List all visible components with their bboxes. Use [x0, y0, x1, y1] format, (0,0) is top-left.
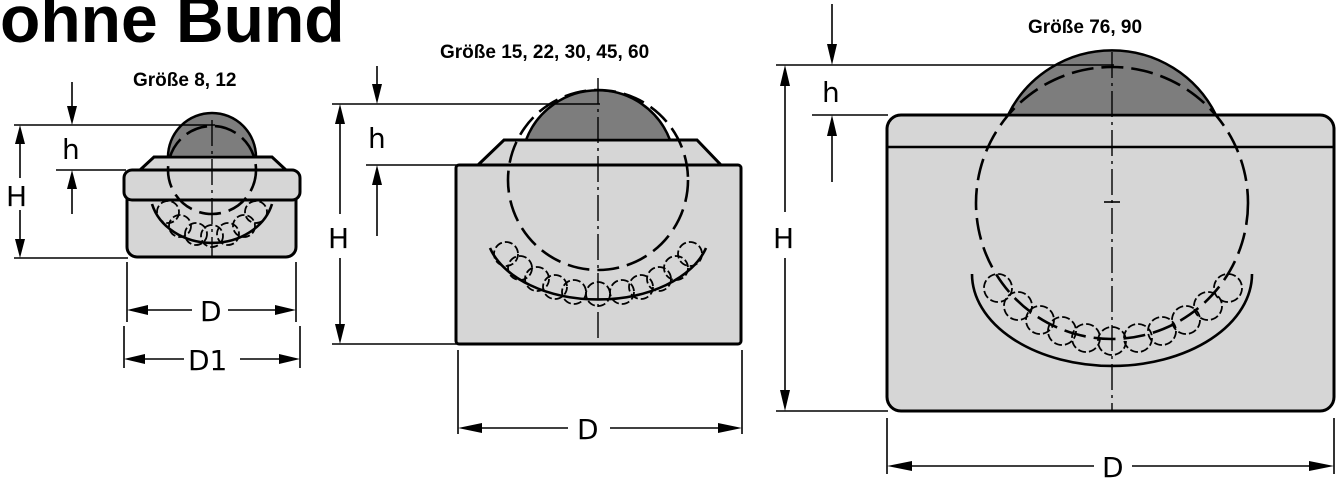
small-D1-label: D1	[188, 344, 227, 377]
small-h-arrow-top	[67, 106, 77, 125]
medium-housing-flange	[474, 138, 725, 167]
large-ball	[1005, 49, 1219, 117]
caption-size-15-60: Größe 15, 22, 30, 45, 60	[440, 42, 650, 63]
small-housing-chamfer	[136, 155, 290, 172]
large-D-arrow-left	[887, 461, 912, 471]
large-H-arrow-bottom	[780, 390, 790, 411]
small-H-arrow-bottom	[15, 239, 25, 258]
small-h-arrow-bottom	[67, 170, 77, 189]
medium-H-arrow-bottom	[335, 324, 345, 344]
variant-small: H h D D1	[6, 82, 302, 377]
small-D-arrow-right	[275, 305, 296, 315]
medium-H-arrow-top	[335, 104, 345, 124]
large-ball-ring	[983, 273, 1243, 356]
medium-D-arrow-right	[718, 423, 742, 433]
large-h-arrow-top	[827, 44, 837, 65]
variant-large: H h D	[773, 4, 1336, 482]
large-h-label: h	[822, 76, 840, 109]
variant-medium: H h D	[328, 66, 743, 446]
small-D-arrow-left	[127, 305, 148, 315]
medium-D-arrow-left	[458, 423, 482, 433]
medium-ball-ring	[493, 241, 703, 307]
medium-h-arrow-bottom	[372, 165, 382, 185]
caption-size-76-90: Größe 76, 90	[1028, 17, 1143, 38]
small-h-label: h	[62, 133, 80, 166]
small-D1-arrow-right	[279, 354, 300, 364]
small-H-label: H	[6, 180, 27, 213]
large-D-arrow-right	[1309, 461, 1334, 471]
large-H-arrow-top	[780, 65, 790, 86]
large-D-label: D	[1102, 451, 1124, 482]
small-D1-arrow-left	[124, 354, 145, 364]
caption-size-8-12: Größe 8, 12	[133, 70, 237, 91]
medium-H-label: H	[328, 222, 349, 255]
medium-h-label: h	[368, 122, 386, 155]
medium-h-arrow-top	[372, 84, 382, 104]
large-H-label: H	[773, 222, 794, 255]
small-H-arrow-top	[15, 125, 25, 144]
page-title: ohne Bund	[0, 0, 345, 56]
small-D-label: D	[200, 295, 222, 328]
large-h-arrow-bottom	[827, 115, 837, 136]
medium-D-label: D	[577, 413, 599, 446]
